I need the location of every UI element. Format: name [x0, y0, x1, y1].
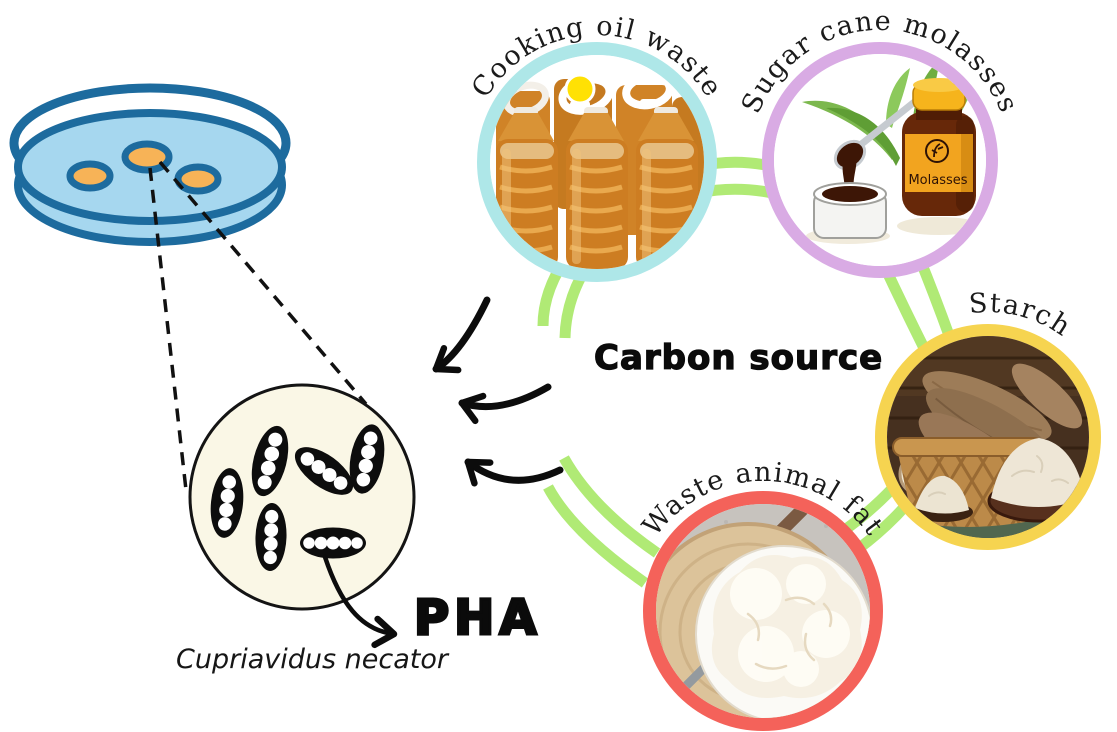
petri-dish-rim — [9, 83, 291, 203]
arrow — [432, 296, 491, 374]
magnified-circle — [188, 383, 416, 611]
yellow-cap — [564, 73, 596, 105]
organism-name-label: Cupriavidus necator — [176, 644, 448, 675]
dashed-line — [158, 160, 368, 406]
source-circle-sugar-cane-molasses: Molasses — [762, 42, 998, 278]
fat-bowl — [695, 545, 870, 718]
molasses-bowl — [813, 182, 887, 239]
jar-logo — [925, 139, 949, 163]
oil-bottles-front — [496, 107, 698, 269]
bacteria-cells — [210, 424, 385, 571]
arrow — [464, 458, 564, 487]
bacterium — [251, 425, 289, 497]
source-circle-starch — [875, 324, 1101, 550]
arrow — [458, 383, 552, 425]
dashed-line — [148, 167, 188, 491]
molasses-jar: Molasses — [902, 78, 976, 216]
petri-dish-agar — [14, 109, 286, 225]
molasses-drip — [842, 158, 857, 190]
bacterium — [255, 503, 287, 571]
molasses-illustration: Molasses — [774, 54, 986, 266]
carbon-source-label: Carbon source — [593, 337, 884, 378]
bacterium — [210, 468, 244, 538]
starch-illustration — [887, 336, 1089, 538]
carbon-to-cell-arrows — [432, 296, 564, 487]
bacterium — [294, 447, 354, 495]
bacterium-pha — [300, 527, 366, 559]
connector-fat-end — [543, 484, 649, 588]
magnification-cone — [148, 160, 368, 491]
magnified-cell-view — [188, 383, 416, 649]
bacterium — [349, 424, 385, 494]
pha-label: PHA — [413, 589, 542, 648]
cooking-oil-illustration — [490, 55, 704, 269]
pha-pointer-arrow — [322, 554, 398, 649]
colony — [66, 160, 114, 192]
colony — [174, 163, 222, 195]
source-circle-cooking-oil-waste — [477, 42, 717, 282]
connector-fat-end — [559, 455, 661, 558]
petri-dish-body — [14, 124, 286, 246]
source-circle-waste-animal-fat — [643, 491, 883, 731]
petri-dish — [9, 83, 291, 246]
animal-fat-illustration — [656, 504, 870, 718]
jar-label-text: Molasses — [908, 173, 967, 188]
colony — [121, 140, 173, 174]
